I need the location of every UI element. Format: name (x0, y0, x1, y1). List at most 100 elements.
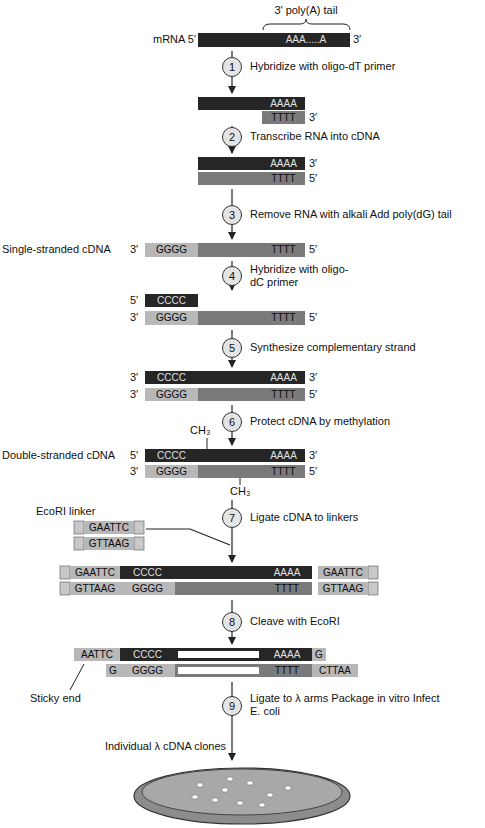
step-number: 2 (229, 132, 235, 143)
step-number: 6 (229, 417, 235, 428)
petri-dish (134, 768, 350, 824)
step-number-circle: 9 (222, 696, 242, 716)
step-text: Cleave with EcoRI (250, 615, 480, 628)
sequence-text: TTTT (271, 313, 295, 323)
strand-end: mRNA 5′ (96, 33, 196, 46)
sequence-text: GAATTC (89, 523, 129, 533)
sequence-segment: G (106, 664, 120, 677)
step-number-circle: 6 (222, 412, 242, 432)
linker-label: EcoRI linker (36, 505, 136, 518)
sequence-segment: CCCC (120, 648, 175, 661)
sequence-segment: CCCC (145, 371, 198, 384)
sequence-text: GGGG (156, 245, 187, 255)
sequence-text: AAAA (270, 99, 297, 109)
step-text: Hybridize with oligo-dC primer (250, 263, 360, 289)
sequence-segment: G (312, 648, 326, 661)
step-number-circle: 1 (222, 57, 242, 77)
sequence-text: TTTT (271, 467, 295, 477)
step-number: 3 (229, 210, 235, 221)
strand-end: 5′ (309, 172, 317, 185)
colony (259, 803, 265, 807)
strand-end: 5′ (309, 465, 317, 478)
sequence-segment: TTTT (262, 388, 305, 401)
step-text: Remove RNA with alkali Add poly(dG) tail (250, 208, 482, 221)
strand-end: 3′ (130, 243, 138, 256)
sequence-segment: GTTAAG (318, 582, 368, 595)
sequence-text: CTTAA (319, 666, 351, 676)
sequence-segment: GAATTC (70, 566, 120, 579)
strand-end: 5′ (130, 294, 138, 307)
sequence-text: G (315, 650, 323, 660)
sequence-text: CCCC (157, 451, 186, 461)
methyl-ticks (207, 438, 240, 485)
poly-a-brace (263, 19, 350, 30)
sequence-text: G (109, 666, 117, 676)
sequence-text: GGGG (156, 313, 187, 323)
strand-end: 3′ (130, 311, 138, 324)
sequence-segment: AATTC (74, 648, 120, 661)
sequence-text: TTTT (275, 666, 299, 676)
colony (222, 788, 228, 792)
sequence-segment: CCCC (145, 294, 198, 307)
sequence-text: TTTT (271, 390, 295, 400)
strand-end: 3′ (309, 111, 317, 124)
strand-label: Double-stranded cDNA (2, 449, 127, 462)
strand-label: Single-stranded cDNA (2, 243, 127, 256)
tail-label: 3′ poly(A) tail (260, 4, 352, 17)
sequence-text: AAAA (270, 159, 297, 169)
sequence-segment: GGGG (145, 388, 198, 401)
sequence-segment: AAAA (262, 157, 305, 170)
sequence-segment: AAAA (262, 371, 305, 384)
sequence-segment: GGGG (145, 243, 198, 257)
sequence-text: GTTAAG (75, 584, 115, 594)
linker-caps (60, 521, 378, 595)
sequence-segment: AAA.....A (262, 33, 350, 47)
step-text: Protect cDNA by methylation (250, 415, 480, 428)
sequence-text: GGGG (156, 390, 187, 400)
strand-end: 3′ (309, 371, 317, 384)
sequence-text: CCCC (157, 296, 186, 306)
colony (197, 783, 203, 787)
step-text: Ligate cDNA to linkers (250, 511, 480, 524)
sequence-segment: AAAA (262, 648, 312, 661)
colony (237, 801, 243, 805)
step-number: 4 (229, 271, 235, 282)
step-number: 5 (229, 343, 235, 354)
sequence-text: GAATTC (323, 568, 363, 578)
sequence-text: AAAA (270, 373, 297, 383)
sequence-text: AAAA (274, 568, 301, 578)
colony (285, 786, 291, 790)
sequence-segment: GGGG (145, 311, 198, 325)
strand-end: 3′ (130, 371, 138, 384)
strand-end: 3′ (353, 33, 361, 46)
sequence-segment: TTTT (262, 311, 305, 325)
sequence-segment: TTTT (262, 243, 305, 257)
sequence-segment: GGGG (145, 465, 198, 478)
sequence-segment: GGGG (120, 664, 175, 677)
sequence-text: CCCC (133, 568, 162, 578)
sequence-segment: GTTAAG (84, 537, 134, 550)
sequence-text: AAAA (270, 451, 297, 461)
step-text: Transcribe RNA into cDNA (250, 130, 480, 143)
sequence-text: AAA.....A (286, 35, 327, 45)
sequence-segment: TTTT (262, 664, 312, 677)
sticky-end-label: Sticky end (30, 692, 110, 705)
sequence-text: AATTC (81, 650, 113, 660)
sequence-text: TTTT (271, 174, 295, 184)
step-text: Synthesize complementary strand (250, 341, 480, 354)
colony (267, 793, 273, 797)
colony (192, 795, 198, 799)
sequence-text: GTTAAG (89, 539, 129, 549)
sequence-segment: CTTAA (312, 664, 358, 677)
sequence-segment: AAAA (262, 566, 312, 579)
strand-end: 5′ (130, 449, 138, 462)
sequence-segment: CCCC (145, 449, 198, 462)
sequence-text: TTTT (275, 584, 299, 594)
strand-bars (175, 33, 262, 677)
sequence-segment: CCCC (120, 566, 175, 579)
sequence-text: GGGG (132, 666, 163, 676)
methyl-group: CH₃ (230, 485, 250, 498)
sequence-segment: TTTT (262, 111, 305, 124)
sequence-text: TTTT (271, 113, 295, 123)
